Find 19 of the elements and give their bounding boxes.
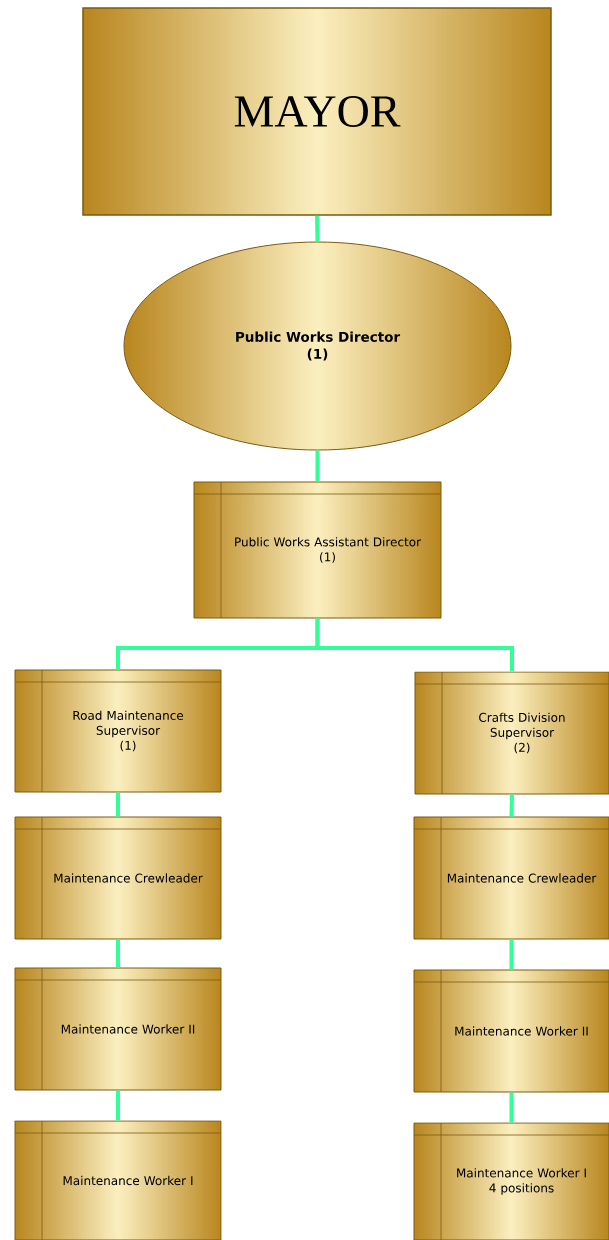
position-box: Road Maintenance Supervisor (1)	[14, 669, 222, 793]
position-box: Crafts Division Supervisor (2)	[414, 671, 609, 795]
position-box: Maintenance Worker II	[413, 969, 609, 1093]
connector-line	[509, 794, 514, 817]
position-box: Public Works Assistant Director (1)	[193, 481, 442, 619]
connector-line	[315, 618, 514, 672]
position-box: Maintenance Crewleader	[413, 816, 609, 940]
position-box: Maintenance Worker I 4 positions	[413, 1122, 609, 1240]
connector-line	[315, 215, 320, 242]
position-box: Maintenance Worker II	[14, 967, 222, 1091]
connector-line	[509, 1092, 514, 1123]
position-box: Maintenance Worker I	[14, 1120, 222, 1240]
connector-line	[315, 450, 320, 482]
connector-line	[116, 939, 120, 968]
title-box: MAYOR	[82, 7, 552, 216]
connector-line	[116, 1090, 120, 1121]
position-box: Maintenance Crewleader	[14, 816, 222, 940]
connector-line	[116, 792, 120, 817]
connector-line	[509, 939, 514, 970]
